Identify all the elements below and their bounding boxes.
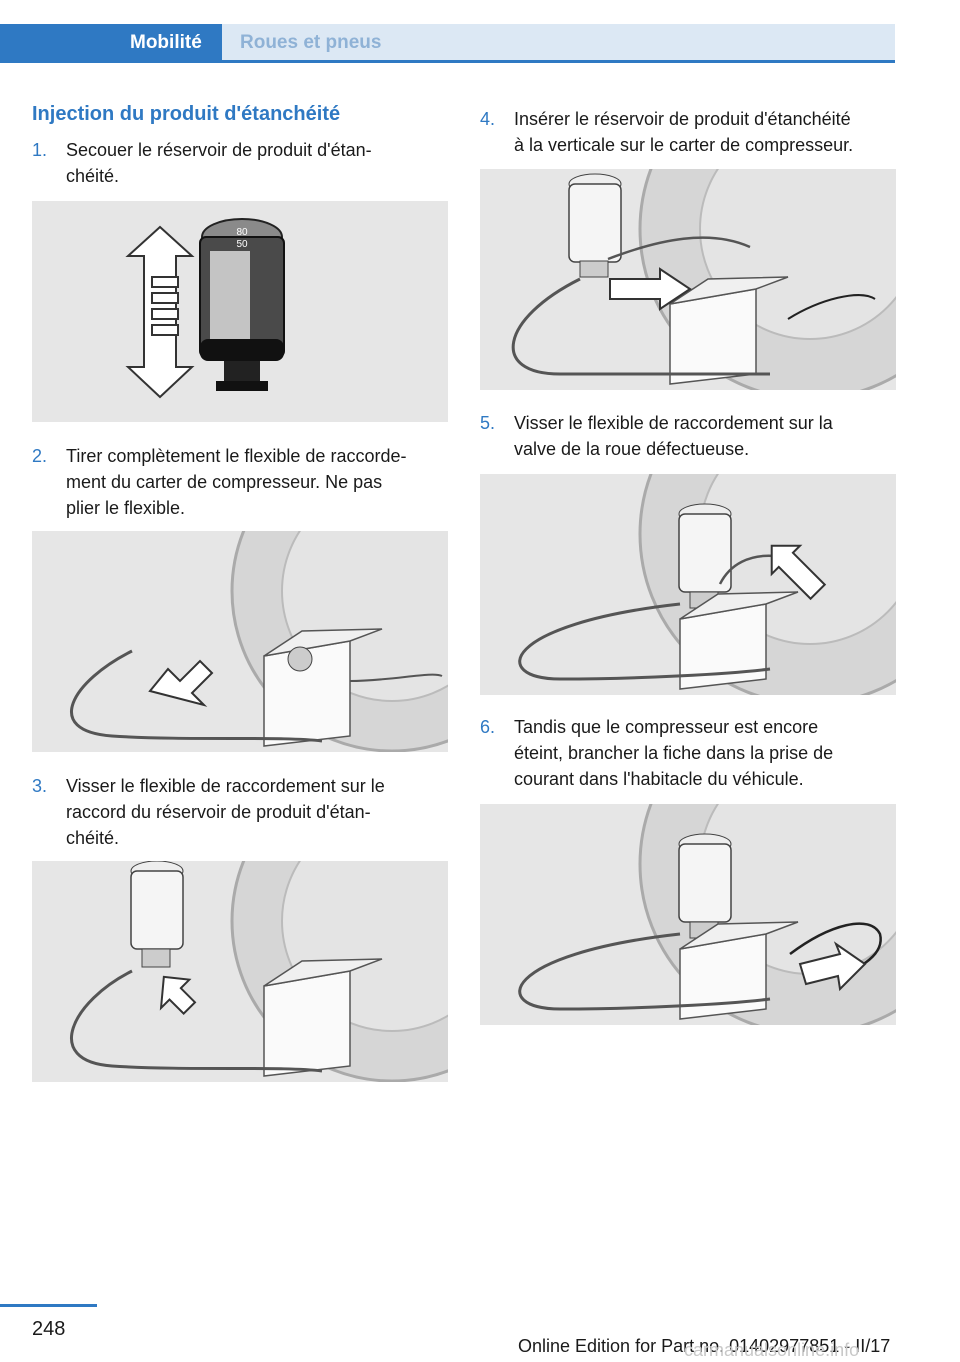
step-number: 2. — [32, 446, 48, 466]
figure-pull-hose — [32, 531, 448, 752]
watermark: carmanualsonline.info — [684, 1340, 860, 1360]
tab-roues-et-pneus[interactable]: Roues et pneus — [222, 24, 895, 62]
step-number: 5. — [480, 413, 496, 433]
step-3: 3. Visser le flexible de raccordement su… — [32, 773, 452, 853]
step-2: 2. Tirer complètement le flexible de rac… — [32, 443, 452, 523]
figure-insert-bottle — [480, 169, 896, 390]
figure-screw-hose-bottle — [32, 861, 448, 1082]
step-number: 4. — [480, 109, 496, 129]
bottle-label-bottom: 50 — [236, 239, 248, 250]
step-text: Insérer le réservoir de produit d'étanch… — [514, 109, 854, 155]
figure-shake-bottle: 80 50 — [32, 201, 448, 422]
tab-mobilite[interactable]: Mobilité — [0, 24, 222, 62]
figure-screw-hose-valve — [480, 474, 896, 695]
edition-footer: Online Edition for Part no. 01402977851 … — [518, 1336, 891, 1356]
step-text: Tandis que le compresseur est encore éte… — [514, 717, 834, 789]
section-title: Injection du produit d'étanchéité — [32, 103, 341, 125]
step-4: 4. Insérer le réservoir de produit d'éta… — [480, 106, 900, 160]
step-number: 3. — [32, 776, 48, 796]
figure-plug-socket — [480, 804, 896, 1025]
bottle-label-top: 80 — [236, 227, 248, 238]
step-number: 6. — [480, 717, 496, 737]
step-text: Visser le flexible de raccordement sur l… — [514, 413, 833, 459]
header-divider — [0, 60, 895, 63]
step-text: Tirer complètement le flexible de raccor… — [66, 446, 407, 518]
step-text: Visser le flexible de raccordement sur l… — [66, 776, 385, 848]
step-text: Secouer le réservoir de produit d'étan- … — [66, 140, 372, 186]
page-number: 248 — [32, 1318, 66, 1340]
header-tabs: Mobilité Roues et pneus — [0, 24, 895, 62]
step-number: 1. — [32, 140, 48, 160]
step-5: 5. Visser le flexible de raccordement su… — [480, 410, 900, 464]
step-6: 6. Tandis que le compresseur est encore … — [480, 714, 900, 794]
step-1: 1. Secouer le réservoir de produit d'éta… — [32, 137, 452, 191]
page-number-bar — [0, 1304, 97, 1307]
